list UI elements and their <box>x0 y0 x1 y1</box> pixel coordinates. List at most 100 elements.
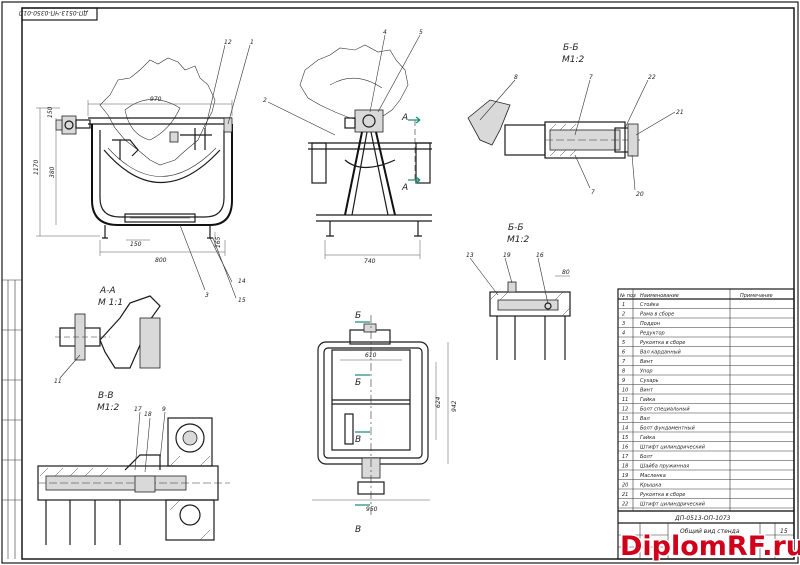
dim-plan-depth: 942 <box>451 400 458 412</box>
table-row-pos: 13 <box>622 416 628 422</box>
sheet-number: 15 <box>780 528 788 535</box>
left-strip <box>2 279 22 559</box>
dim-plan-inner-depth: 624 <box>435 396 442 408</box>
table-row-pos: 2 <box>622 312 625 318</box>
callout-16: 16 <box>536 252 544 259</box>
stamp-code: ДП-0513-ЧП-0350-01Л <box>18 9 89 16</box>
callout-22: 22 <box>648 74 656 81</box>
callout-17: 17 <box>134 406 142 413</box>
table-row-pos: 3 <box>622 321 625 327</box>
section-vv-scale: М1:2 <box>97 403 120 413</box>
callout-1: 1 <box>250 39 254 46</box>
mark-a2: А <box>401 183 408 193</box>
watermark-outline: DiplomRF.ru <box>620 531 800 562</box>
callout-21: 21 <box>676 109 684 116</box>
watermark: DiplomRF.ru <box>620 531 800 562</box>
sheet-title: Общий вид стенда <box>680 528 740 535</box>
callout-14: 14 <box>238 278 246 285</box>
section-aa <box>55 295 161 379</box>
section-aa-name: А-А <box>99 286 116 296</box>
table-row-name: Винт <box>640 359 654 365</box>
table-row-pos: 4 <box>622 331 625 337</box>
table-row-name: Болт <box>640 454 654 460</box>
table-row-name: Упор <box>640 369 653 375</box>
parts-table <box>617 288 795 512</box>
callout-7: 7 <box>589 74 593 81</box>
table-row-pos: 5 <box>622 340 625 346</box>
table-header-note: Примечание <box>740 293 773 299</box>
table-row-pos: 6 <box>622 350 625 356</box>
top-stamp: ДП-0513-ЧП-0350-01Л <box>18 7 98 21</box>
title-block <box>617 510 795 560</box>
mark-b1: Б <box>355 311 361 321</box>
main-code: ДП-0513-ОП-1073 <box>674 515 731 522</box>
callout-9: 9 <box>162 406 166 413</box>
dim-front-inner: 380 <box>49 166 56 178</box>
table-row-pos: 18 <box>622 464 628 470</box>
table-row-name: Шайба пружинная <box>640 464 689 470</box>
section-bb-mid-name: Б-Б <box>508 223 524 233</box>
dim-front-top: 150 <box>47 106 54 118</box>
callout-12: 12 <box>224 39 232 46</box>
callout-13: 13 <box>466 252 474 259</box>
dim-front-small1: 150 <box>130 241 142 248</box>
table-row-name: Рукоятка в сборе <box>640 492 685 498</box>
section-bb-mid <box>469 257 571 360</box>
table-row-pos: 19 <box>622 473 628 479</box>
table-row-pos: 14 <box>622 426 628 432</box>
section-bb-top-name: Б-Б <box>563 43 579 53</box>
callout-5: 5 <box>419 29 423 36</box>
table-row-name: Штифт цилиндрический <box>640 445 706 451</box>
table-row-pos: 22 <box>622 502 628 508</box>
table-row-name: Болт фундаментный <box>640 426 695 432</box>
table-row-pos: 20 <box>622 483 628 489</box>
section-vv-name: В-В <box>98 391 114 401</box>
callout-15: 15 <box>238 297 246 304</box>
table-row-name: Стойка <box>640 302 659 308</box>
section-bb-top-scale: М1:2 <box>562 55 585 65</box>
plan-view <box>312 315 449 515</box>
callout-8: 8 <box>514 74 518 81</box>
callout-2: 2 <box>263 97 267 104</box>
dim-mid: 80 <box>562 269 570 276</box>
table-row-pos: 15 <box>622 435 628 441</box>
callout-11: 11 <box>54 378 62 385</box>
dim-front-small2: 165 <box>215 236 222 248</box>
table-header-pos: № поз <box>619 293 636 299</box>
table-row-pos: 7 <box>622 359 626 365</box>
table-row-pos: 21 <box>622 492 628 498</box>
table-row-name: Рама в сборе <box>640 312 674 318</box>
callout-4: 4 <box>383 29 387 36</box>
table-row-pos: 17 <box>622 454 629 460</box>
section-bb-top <box>467 79 676 191</box>
mark-v2: В <box>355 525 361 535</box>
table-row-name: Винт <box>640 388 654 394</box>
table-row-name: Болт специальный <box>640 407 690 413</box>
dim-plan-inner: 610 <box>365 352 377 359</box>
callout-7b: 7 <box>591 189 595 196</box>
table-row-name: Гайка <box>640 397 655 403</box>
table-row-name: Штифт цилиндрический <box>640 502 706 508</box>
callout-19: 19 <box>503 252 511 259</box>
table-row-name: Вал карданный <box>640 350 682 356</box>
table-header-name: Наименование <box>640 293 679 299</box>
mark-a1: А <box>401 113 408 123</box>
table-row-name: Рукоятка в сборе <box>640 340 685 346</box>
section-vv <box>37 411 230 545</box>
inner-frame <box>21 7 795 560</box>
table-row-name: Сухарь <box>640 378 659 384</box>
table-row-pos: 9 <box>622 378 625 384</box>
front-view <box>36 44 251 299</box>
table-row-pos: 8 <box>622 369 625 375</box>
section-bb-mid-scale: М1:2 <box>507 235 530 245</box>
table-row-name: Гайка <box>640 435 655 441</box>
mark-b2: Б <box>355 378 361 388</box>
mark-v1: В <box>355 435 361 445</box>
table-row-pos: 11 <box>622 397 628 403</box>
table-row-pos: 10 <box>622 388 628 394</box>
table-row-name: Поддон <box>640 321 661 327</box>
table-row-name: Редуктор <box>640 331 665 337</box>
dim-front-height: 1170 <box>33 160 40 175</box>
